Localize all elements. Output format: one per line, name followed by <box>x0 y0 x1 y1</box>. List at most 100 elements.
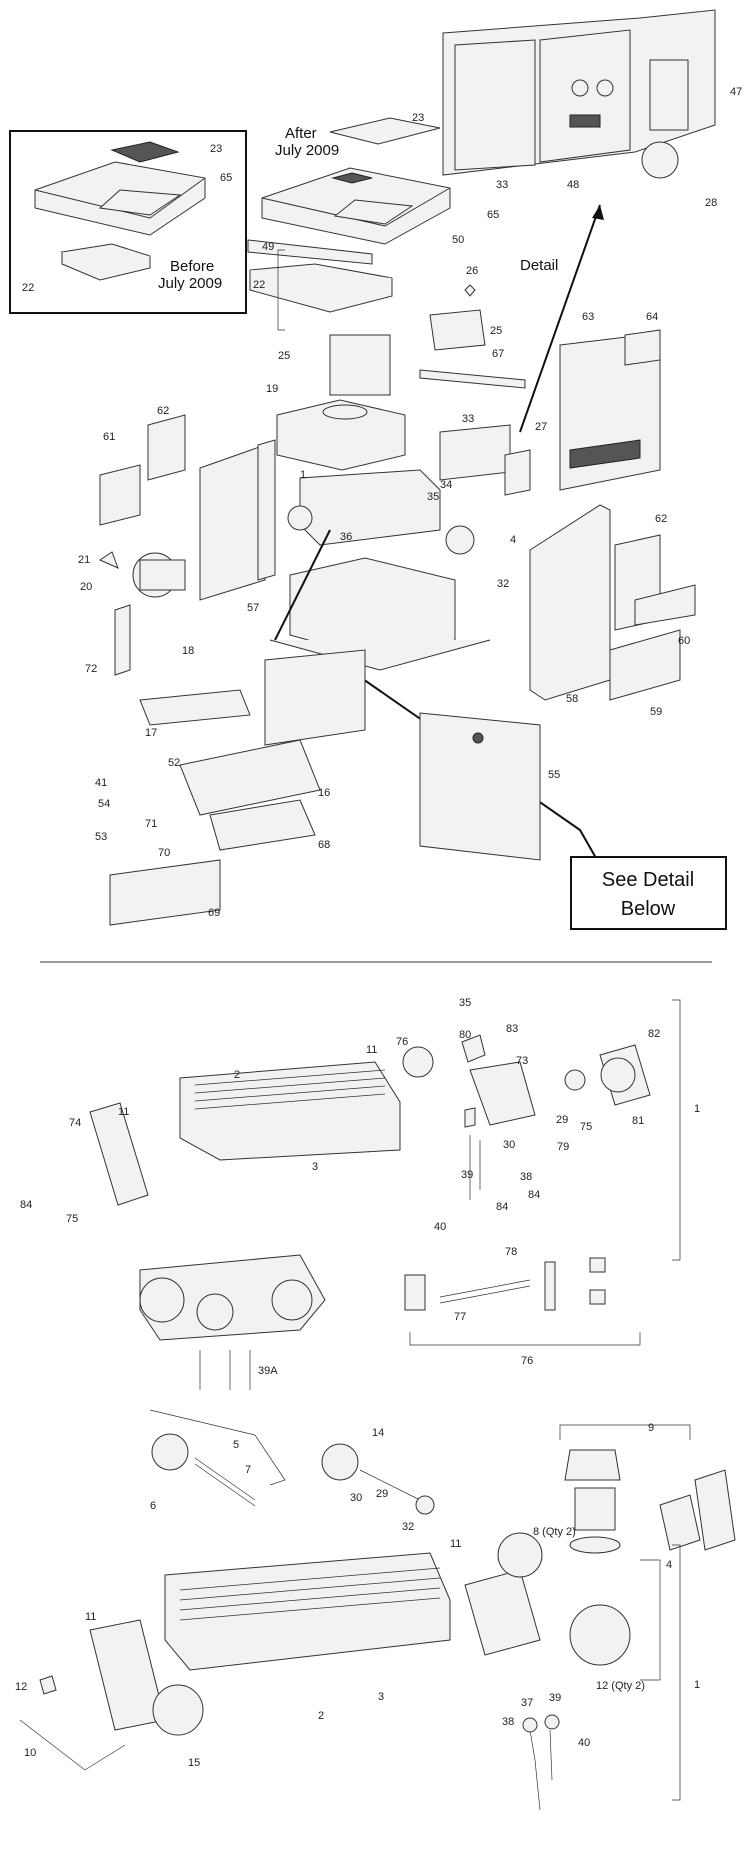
right-panel <box>559 329 661 491</box>
part-label: 55 <box>548 769 560 781</box>
part-label: 78 <box>505 1246 517 1258</box>
part-label: 54 <box>98 798 110 810</box>
part-label: 41 <box>95 777 107 789</box>
heat-exchanger-detail <box>89 1034 651 1206</box>
before-text: Before <box>170 258 214 275</box>
manifold-and-thermostat <box>139 1254 606 1390</box>
part-label: 17 <box>145 727 157 739</box>
part-label: 12 (Qty 2) <box>596 1680 645 1692</box>
bracket-line <box>19 1719 126 1771</box>
part-label: 7 <box>245 1464 251 1476</box>
top-cover-after <box>247 117 451 313</box>
part-label: 10 <box>24 1747 36 1759</box>
vent-parts <box>276 284 526 471</box>
part-label: 1 <box>694 1103 700 1115</box>
part-label: 35 <box>427 491 439 503</box>
part-label: 30 <box>503 1139 515 1151</box>
bottom-detail-parts <box>39 1409 736 1811</box>
part-label: 72 <box>85 663 97 675</box>
part-label: 67 <box>492 348 504 360</box>
part-label: 5 <box>233 1439 239 1451</box>
part-label: 50 <box>452 234 464 246</box>
part-label: 14 <box>372 1427 384 1439</box>
before-text: July 2009 <box>158 275 222 292</box>
part-label: 65 <box>487 209 499 221</box>
part-label: 25 <box>278 350 290 362</box>
part-label: 62 <box>157 405 169 417</box>
left-panels <box>99 414 276 601</box>
blower <box>98 551 186 598</box>
part-label: 4 <box>666 1559 672 1571</box>
part-label: 2 <box>234 1069 240 1081</box>
part-label: 11 <box>366 1044 377 1056</box>
part-label: 71 <box>145 818 157 830</box>
part-label: 19 <box>266 383 278 395</box>
part-label: 60 <box>678 635 690 647</box>
part-label: 29 <box>556 1114 568 1126</box>
part-label: 75 <box>580 1121 592 1133</box>
part-label: 79 <box>557 1141 569 1153</box>
part-label: 21 <box>78 554 90 566</box>
part-label: 76 <box>521 1355 533 1367</box>
part-label: 81 <box>632 1115 644 1127</box>
part-label: 39A <box>258 1365 278 1377</box>
bracket-line <box>640 1559 661 1681</box>
part-label: 26 <box>466 265 478 277</box>
part-label: 57 <box>247 602 259 614</box>
part-label: 84 <box>496 1201 508 1213</box>
bracket-line <box>672 999 681 1261</box>
part-label: 23 <box>412 112 424 124</box>
part-label: 34 <box>440 479 452 491</box>
inset-top-cover-before <box>34 141 206 281</box>
bracket-line <box>409 1332 641 1346</box>
inset-box <box>9 130 247 314</box>
part-label: 69 <box>208 907 220 919</box>
part-label: 70 <box>158 847 170 859</box>
part-label: 25 <box>490 325 502 337</box>
part-label: 82 <box>648 1028 660 1040</box>
part-label: 36 <box>340 531 352 543</box>
part-label: 8 (Qty 2) <box>533 1526 576 1538</box>
part-label: 75 <box>66 1213 78 1225</box>
part-label: 16 <box>318 787 330 799</box>
part-label: 58 <box>566 693 578 705</box>
part-label: 64 <box>646 311 658 323</box>
after-text: After <box>285 125 317 142</box>
part-label: 11 <box>450 1538 461 1550</box>
part-label: 1 <box>694 1679 700 1691</box>
part-label: 47 <box>730 86 742 98</box>
inset-label: 23 <box>210 143 222 155</box>
part-label: 9 <box>648 1422 654 1434</box>
center-control-box <box>439 424 531 496</box>
part-label: 3 <box>312 1161 318 1173</box>
see-detail-text: Below <box>621 898 676 920</box>
part-label: 33 <box>496 179 508 191</box>
front-panel <box>419 712 541 861</box>
part-label: 68 <box>318 839 330 851</box>
part-label: 32 <box>402 1521 414 1533</box>
part-label: 15 <box>188 1757 200 1769</box>
part-label: 77 <box>454 1311 466 1323</box>
part-label: 28 <box>705 197 717 209</box>
see-detail-text: See Detail <box>602 869 694 891</box>
inset-label: 22 <box>22 282 34 294</box>
part-label: 38 <box>520 1171 532 1183</box>
part-label: 84 <box>528 1189 540 1201</box>
part-label: 52 <box>168 757 180 769</box>
part-label: 76 <box>396 1036 408 1048</box>
part-label: 22 <box>253 279 265 291</box>
part-label: 84 <box>20 1199 32 1211</box>
bracket-line <box>672 1544 681 1801</box>
part-label: 62 <box>655 513 667 525</box>
detail-arrow <box>519 204 601 433</box>
part-label: 39 <box>461 1169 473 1181</box>
part-label: 30 <box>350 1492 362 1504</box>
right-side-frame <box>529 504 696 701</box>
part-label: 53 <box>95 831 107 843</box>
part-label: 1 <box>300 469 306 481</box>
part-label: 40 <box>578 1737 590 1749</box>
part-label: 39 <box>549 1692 561 1704</box>
inset-label: 65 <box>220 172 232 184</box>
part-label: 4 <box>510 534 516 546</box>
